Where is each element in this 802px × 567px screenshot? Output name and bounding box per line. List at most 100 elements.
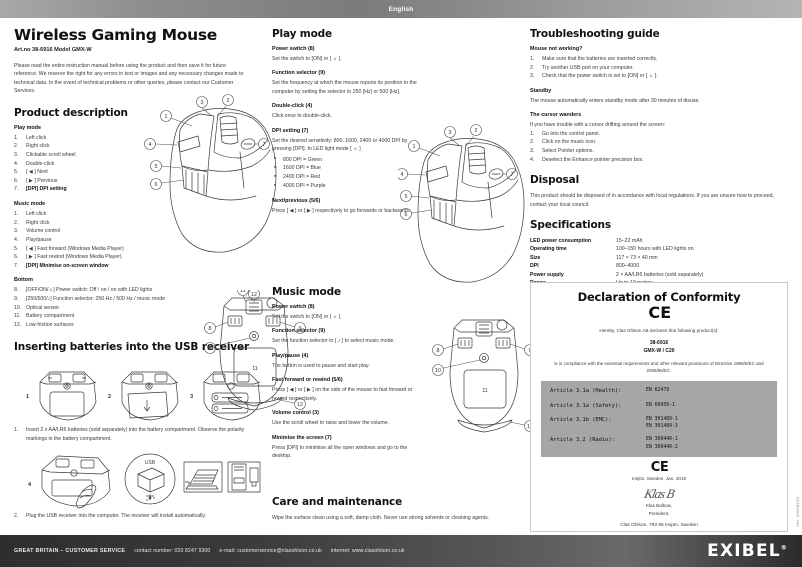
list-item: 3.Volume control [14,227,264,236]
article-value: EN 62479 [646,388,670,394]
figure-mouse-bottom-2: 8 9 10 11 12 [430,312,540,447]
list-item: 11.Battery compartment [14,312,264,321]
spec-value: 15–22 mAh [616,238,643,245]
item-number: 5. [14,169,19,176]
music-block-title-3: Fast forward or rewind (5/6) [272,377,343,384]
item-text: Try another USB port on your computer. [542,64,634,71]
list-item: 2.Click on the music icon. [530,138,788,147]
brand-text: EXIBEL [707,541,781,561]
item-text: Double-click [26,160,55,167]
table-row: Article 3.1a (Health): EN 62479 [550,387,768,395]
svg-text:1: 1 [165,114,168,120]
block-title-power-switch: Power switch (8) [272,46,315,52]
music-block-title-2: Play/pause (4) [272,352,309,359]
list-item: 2.Try another USB port on your computer. [530,64,788,73]
music-block-text-1: Set the function selector to [ ♪ ] to se… [272,338,395,345]
figure-callout-numbers: 1 2 3 4 5 6 7 [149,98,266,188]
item-text: Insert 2 x AA/LR6 batteries (sold separa… [26,427,245,442]
block-text-double-click: Click once to double-click. [272,113,332,120]
item-text: Plug the USB receiver into the computer.… [26,513,207,519]
block-title-function-selector: Function selector (9) [272,70,326,77]
item-number: 4. [530,156,535,163]
list-item: 2.Plug the USB receiver into the compute… [14,512,264,521]
list-item: 1. Insert 2 x AA/LR6 batteries (sold sepa… [14,426,264,443]
item-number: 12. [14,321,22,328]
item-text: Deselect the Enhance pointer precision b… [542,156,644,163]
item-number: 6. [14,254,19,261]
block-title-double-click: Double-click (4) [272,103,313,110]
list-item: 1600 DPI = Blue [272,164,422,173]
language-label: English [388,5,414,13]
signature-role: President. [648,511,670,517]
articles-table: Article 3.1a (Health): EN 62479 Article … [541,381,777,457]
ts-list-2: 1. Go into the control panel. 2.Click on … [530,130,788,165]
article-value: EN 300440-2 [646,444,678,450]
spec-key: LED power consumption [530,238,592,245]
spec-key: Operating time [530,246,567,253]
item-number: 1. [530,130,535,137]
music-block-text-5: Press [DPI] to minimise all the open win… [272,444,408,459]
list-item: 7.[DPI] Minimise on-screen window [14,262,264,271]
table-row: Article 3.2 (Radio): EN 300440-1 EN 3004… [550,436,768,450]
item-number: 6. [14,177,19,184]
item-text: Go into the control panel. [542,130,600,137]
declaration-model-line: 38-6916 [649,339,669,346]
list-item: 4000 DPI = Purple [272,182,422,191]
battery-step-2-text: 2.Plug the USB receiver into the compute… [14,512,264,521]
item-number: 1. [14,427,19,433]
item-text: Make sure that the batteries are inserte… [542,56,658,62]
item-number: 1. [14,134,19,141]
item-number: 2. [14,143,19,150]
svg-text:11: 11 [482,388,488,394]
language-bar: English [0,0,802,18]
figure-battery-detail: 4 USB [14,450,264,510]
list-item: 800 DPI = Green [272,155,422,165]
article-label: Article 3.2 (Radio): [550,437,615,444]
disposal-text: This product should be disposed of in ac… [530,193,774,208]
article-values: EN 62479 [646,387,768,395]
item-number: 9. [14,296,19,303]
block-text-next-previous: Press [ ◀ ] or [ ▶ ] respectively to go … [272,207,411,214]
item-number: 7. [14,186,19,193]
heading-inserting-batteries: Inserting batteries into the USB receive… [14,340,249,353]
article-value: EN 301489-1 [646,417,678,423]
list-item: 6.[ ▶ ] Fast rewind (Windows Media Playe… [14,253,264,262]
list-bottom: 8.[OFF/ON/☼] Power switch: Off / on / on… [14,286,264,329]
svg-text:2: 2 [475,128,478,134]
declaration-hereby: Hereby, Clas Ohlson AB declares that fol… [599,327,719,333]
svg-text:7: 7 [263,142,266,148]
footer-internet: internet: www.clasohlson.co.uk [330,548,405,554]
figure-battery-steps: 1 2 [14,366,264,424]
list-item: 9.[250/500/♪] Function selector: 250 Hz … [14,295,264,304]
music-block-title-5: Minimise the screen (7) [272,434,332,441]
svg-text:6: 6 [405,212,408,218]
list-item: 8.[OFF/ON/☼] Power switch: Off / on / on… [14,286,264,295]
ts-group-text-2: If you have trouble with a cursor drifti… [530,122,666,129]
music-block-title-0: Power switch (8) [272,304,315,310]
list-music-mode: 1.Left click 2.Right click 3.Volume cont… [14,210,264,270]
svg-text:6: 6 [155,182,158,188]
item-number: 3. [530,147,535,154]
figure-step-4: 4 [28,482,32,488]
block-text-function-selector: Set the frequency at which the mouse rep… [272,80,417,95]
intro-paragraph: Please read the entire instruction manua… [14,63,244,95]
heading-disposal: Disposal [530,174,580,187]
article-value: EN 300440-1 [646,437,678,443]
block-text-power-switch: Set the switch to [ON] or [ ☼ ]. [272,56,342,62]
svg-text:12: 12 [240,290,246,294]
item-text: [ ▶ ] Previous [26,177,58,184]
figure-step-1: 1 [26,394,29,400]
list-item: 4. Deselect the Enhance pointer precision… [530,156,788,165]
item-text: Right click [26,219,50,226]
item-text: Optical sensor [26,304,60,311]
spec-value: 800–4000 [616,263,640,270]
svg-text:3: 3 [449,130,452,136]
list-item: 3.Select Pointer options. [530,147,788,156]
battery-step-1-text: 1. Insert 2 x AA/LR6 batteries (sold sepa… [14,426,264,443]
version-code: Ver. 20150120 [795,497,800,527]
item-number: 8. [14,287,19,294]
music-block-text-3: Press [ ◀ ] or [ ▶ ] on the side of the … [272,387,413,402]
svg-text:3: 3 [201,100,204,106]
